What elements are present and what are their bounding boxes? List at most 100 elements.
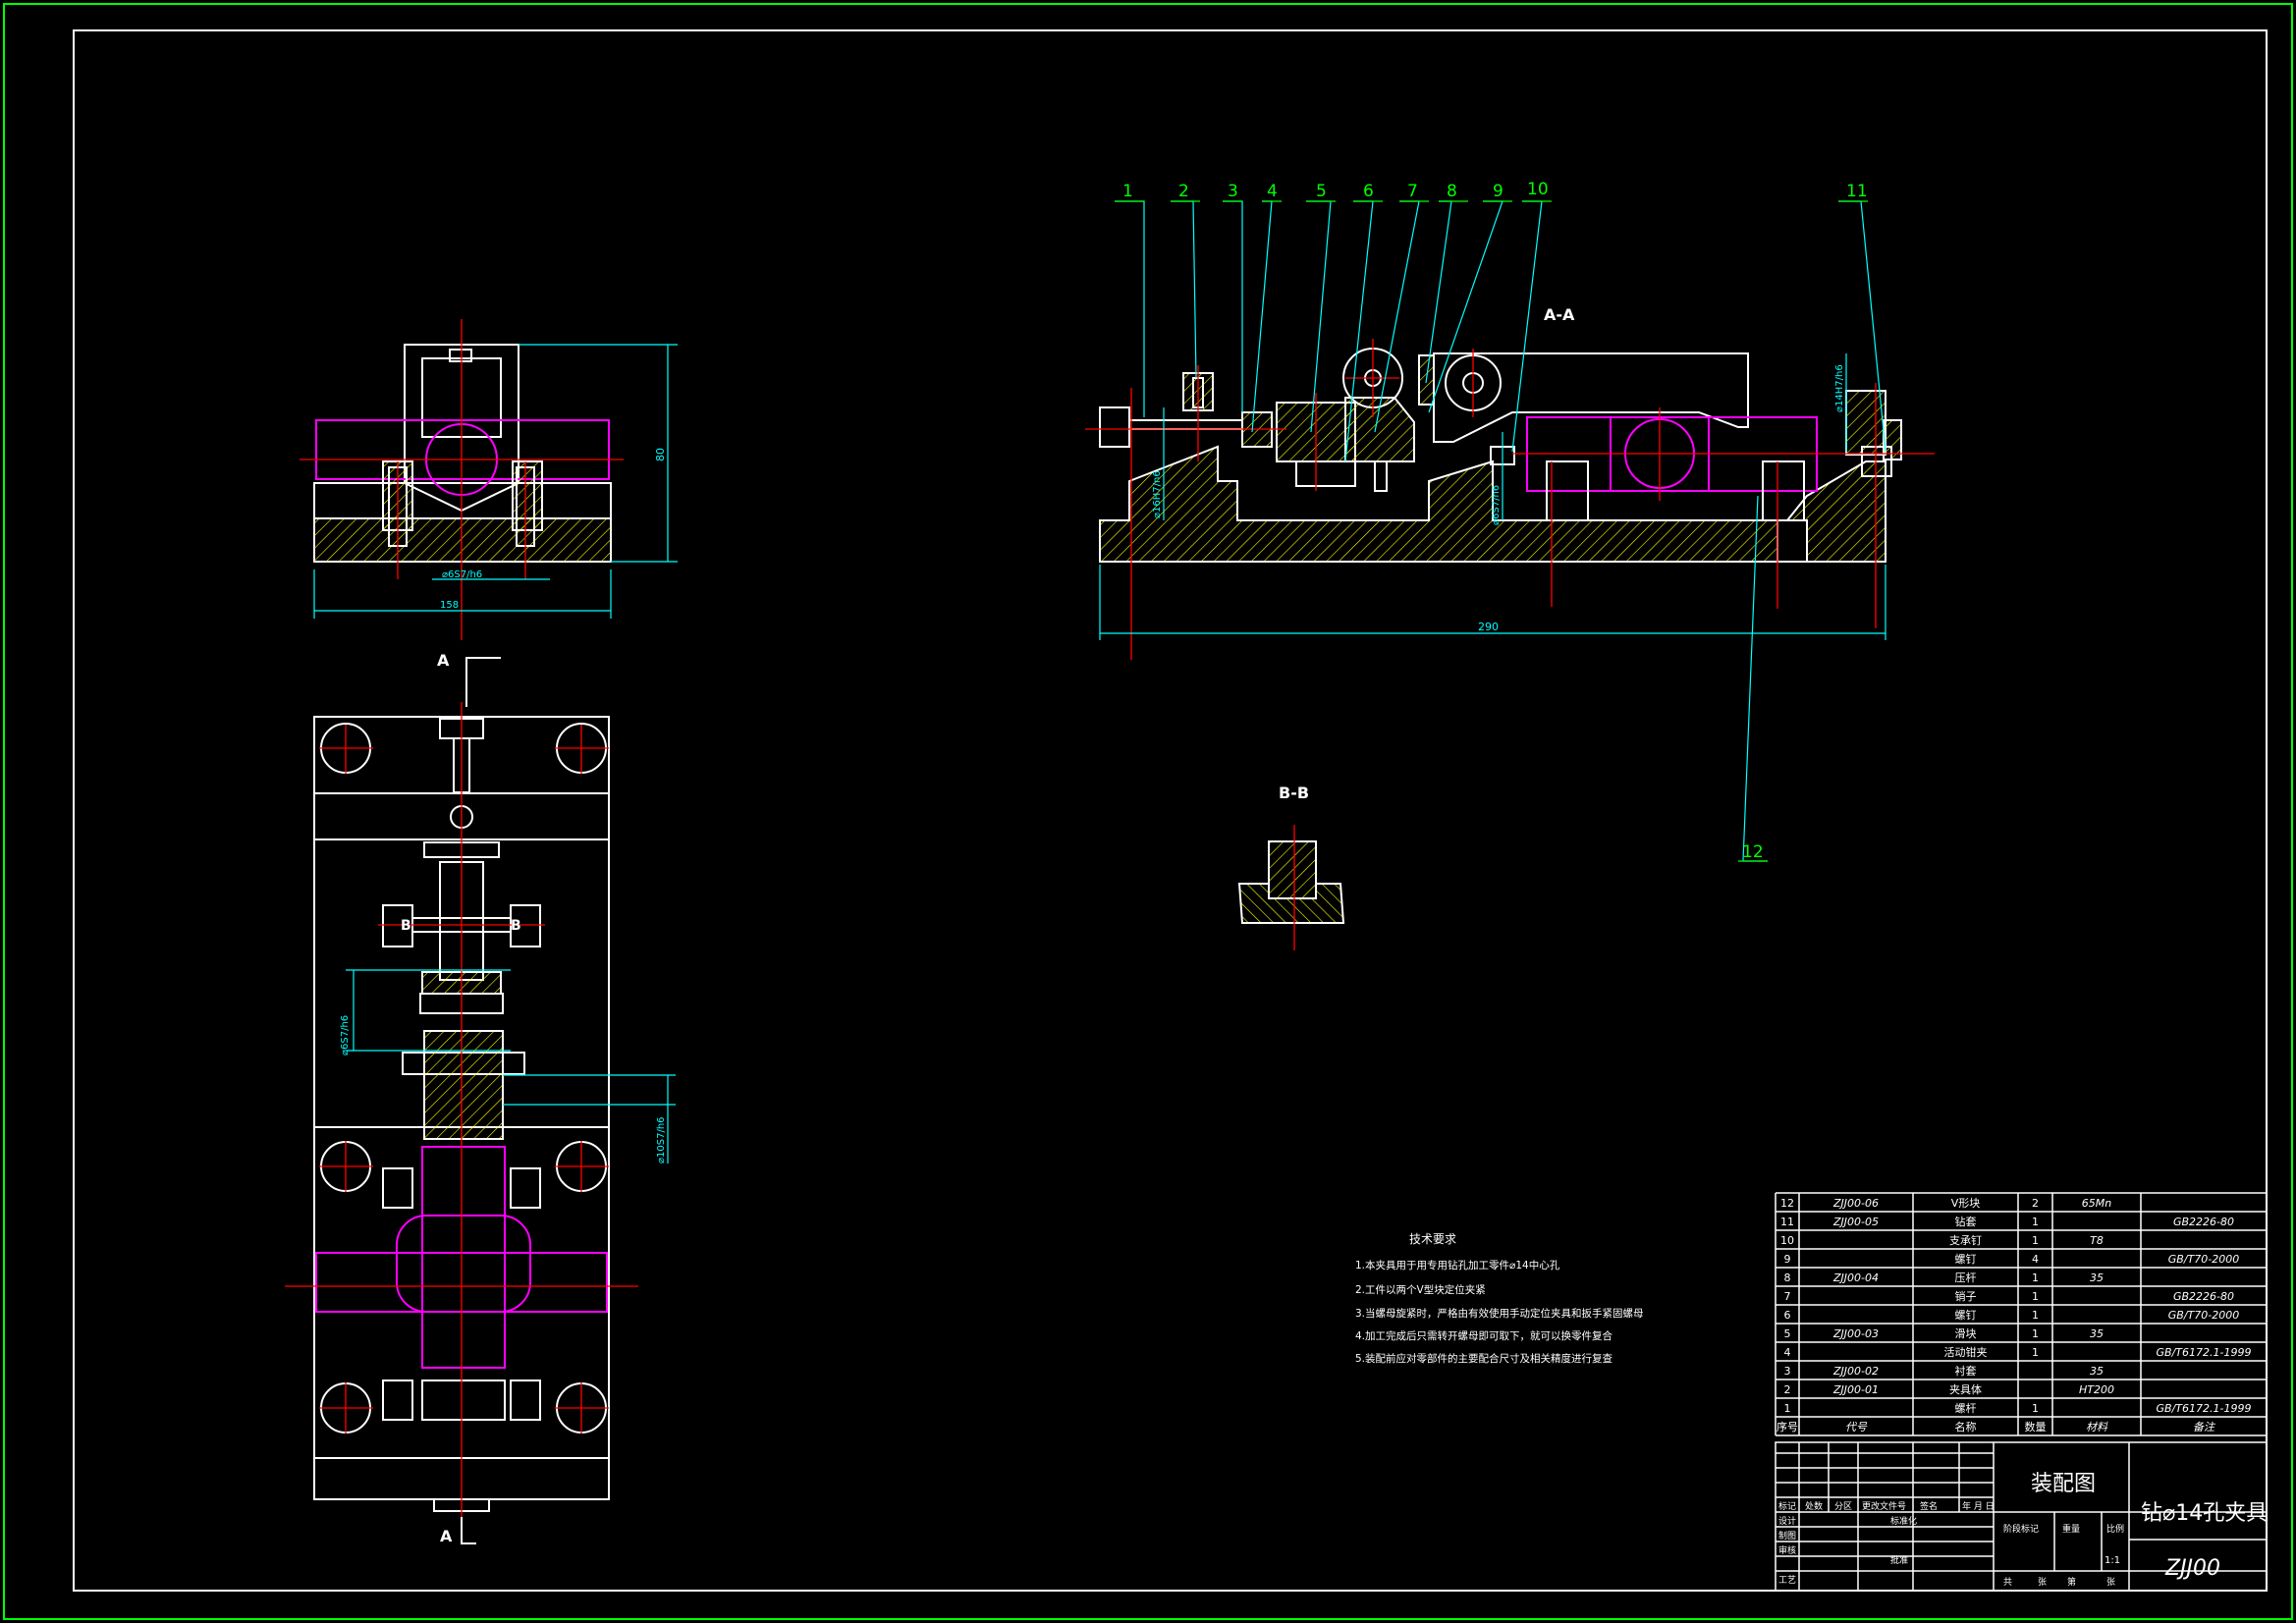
- notes-title: 技术要求: [1409, 1232, 1456, 1246]
- bom-cell-material: 65Mn: [2082, 1197, 2111, 1210]
- balloon-numbers: [1115, 200, 1868, 862]
- bom-cell-code: ZJJ00-03: [1832, 1327, 1879, 1340]
- bom-cell-material: T8: [2090, 1234, 2104, 1247]
- balloon-3: 3: [1228, 182, 1238, 201]
- bom-cell-qty: 1: [2032, 1346, 2039, 1359]
- bom-cell-code: ZJJ00-05: [1832, 1216, 1879, 1228]
- bom-cell-no: 11: [1780, 1216, 1794, 1228]
- side-view: [313, 344, 612, 563]
- bom-cell-no: 12: [1780, 1197, 1794, 1210]
- tb-label-approve: 批准: [1890, 1554, 1908, 1566]
- section-a-arrow-bottom: [461, 1517, 476, 1544]
- bom-cell-no: 9: [1784, 1253, 1791, 1266]
- bom-cell-code: ZJJ00-04: [1832, 1271, 1879, 1284]
- bom-cell-remark: GB/T6172.1-1999: [2157, 1346, 2252, 1359]
- bom-cell-material: HT200: [2079, 1383, 2114, 1396]
- bom-cell-name: 螺杆: [1955, 1401, 1977, 1415]
- note-line-5: 5.装配前应对零部件的主要配合尺寸及相关精度进行复查: [1355, 1352, 1613, 1365]
- aa-centerlines: [1085, 339, 1935, 660]
- bom-header-name: 名称: [1955, 1420, 1977, 1434]
- section-a-label-top: A: [437, 651, 450, 670]
- bom-header-remark: 备注: [2193, 1421, 2216, 1434]
- bom-cell-qty: 2: [2032, 1197, 2039, 1210]
- bom-cell-material: 35: [2090, 1271, 2104, 1284]
- tb-label-total: 共: [2003, 1577, 2012, 1588]
- bom-cell-material: 35: [2090, 1365, 2104, 1378]
- aa-dims: [1099, 353, 1886, 640]
- bom-cell-name: 钻套: [1955, 1215, 1977, 1228]
- balloon-4: 4: [1267, 182, 1278, 201]
- bom-header-no: 序号: [1777, 1420, 1798, 1434]
- bom-cell-name: 支承钉: [1949, 1234, 1982, 1247]
- bom-cell-name: 螺钉: [1955, 1253, 1977, 1266]
- note-line-3: 3.当螺母旋紧时，严格由有效使用手动定位夹具和扳手紧固螺母: [1355, 1307, 1644, 1320]
- tb-drawing-no: ZJJ00: [2164, 1556, 2220, 1581]
- bom-cell-no: 1: [1784, 1402, 1791, 1415]
- balloon-10: 10: [1527, 180, 1549, 199]
- bom-cell-qty: 1: [2032, 1402, 2039, 1415]
- dim-main-length: 290: [1478, 621, 1499, 633]
- bom-table: [1775, 1192, 2268, 1436]
- tb-label-page: 第: [2067, 1576, 2076, 1588]
- side-view-dims: [313, 344, 678, 619]
- bom-cell-no: 8: [1784, 1271, 1791, 1284]
- bom-cell-remark: GB/T6172.1-1999: [2157, 1402, 2252, 1415]
- section-a-label-bottom: A: [440, 1527, 453, 1545]
- bom-cell-name: 压杆: [1955, 1271, 1977, 1284]
- bom-cell-qty: 1: [2032, 1234, 2039, 1247]
- balloon-9: 9: [1493, 182, 1503, 201]
- bom-cell-no: 2: [1784, 1383, 1791, 1396]
- bom-cell-remark: GB/T70-2000: [2168, 1253, 2239, 1266]
- section-aa-label: A-A: [1544, 305, 1575, 324]
- tb-label-count: 处数: [1805, 1500, 1823, 1512]
- title-block: [1775, 1441, 2268, 1592]
- bom-cell-no: 3: [1784, 1365, 1791, 1378]
- bom-cell-name: 活动钳夹: [1944, 1346, 1988, 1359]
- bom-cell-qty: 1: [2032, 1327, 2039, 1340]
- balloon-6: 6: [1363, 182, 1374, 201]
- aa-section: [1099, 348, 1902, 563]
- tb-label-zone: 分区: [1834, 1501, 1852, 1512]
- bom-cell-qty: 1: [2032, 1271, 2039, 1284]
- balloon-12: 12: [1742, 842, 1764, 862]
- tb-part-name: 钻⌀14孔夹具: [2141, 1501, 2268, 1526]
- bom-cell-no: 7: [1784, 1290, 1791, 1303]
- bom-cell-qty: 1: [2032, 1309, 2039, 1322]
- note-line-1: 1.本夹具用于用专用钻孔加工零件⌀14中心孔: [1355, 1259, 1560, 1271]
- balloon-8: 8: [1447, 182, 1457, 201]
- bom-cell-remark: GB2226-80: [2173, 1290, 2234, 1303]
- balloon-5: 5: [1316, 182, 1327, 201]
- dim-main-fit-right: ⌀14H7/h6: [1834, 364, 1845, 412]
- balloon-7: 7: [1407, 182, 1418, 201]
- bom-cell-code: ZJJ00-02: [1832, 1365, 1879, 1378]
- balloon-1: 1: [1122, 182, 1133, 201]
- tb-label-date: 年 月 日: [1962, 1500, 1995, 1512]
- tb-label-drawn: 制图: [1778, 1530, 1796, 1542]
- tb-label-design: 设计: [1778, 1515, 1796, 1527]
- section-a-arrow-top: [465, 657, 501, 707]
- plan-view-centerlines: [285, 702, 638, 1517]
- balloon-2: 2: [1178, 182, 1189, 201]
- tb-label-mark: 标记: [1778, 1500, 1796, 1512]
- bom-header-material: 材料: [2086, 1421, 2108, 1434]
- note-line-4: 4.加工完成后只需转开螺母即可取下，就可以换零件复合: [1355, 1329, 1613, 1342]
- tb-label-sign: 签名: [1920, 1500, 1938, 1512]
- bom-cell-no: 6: [1784, 1309, 1791, 1322]
- bom-cell-remark: GB2226-80: [2173, 1216, 2234, 1228]
- tb-label-sheets: 张: [2038, 1577, 2047, 1588]
- bom-cell-no: 10: [1780, 1234, 1794, 1247]
- bom-header-code: 代号: [1845, 1421, 1868, 1434]
- tb-scale: 1:1: [2105, 1555, 2120, 1566]
- bom-cell-name: V形块: [1951, 1197, 1981, 1210]
- inner-border: [73, 29, 2268, 1592]
- tb-label-stage: 阶段标记: [2003, 1523, 2039, 1535]
- tb-label-review: 审核: [1778, 1544, 1796, 1556]
- bom-cell-name: 螺钉: [1955, 1309, 1977, 1322]
- dim-main-fit-mid: ⌀6S7/h6: [1491, 485, 1502, 525]
- side-view-centerlines: [300, 319, 624, 640]
- bom-cell-name: 销子: [1955, 1289, 1977, 1303]
- balloon-11: 11: [1846, 182, 1868, 201]
- dim-main-fit-left: ⌀16H7/n6: [1152, 470, 1163, 518]
